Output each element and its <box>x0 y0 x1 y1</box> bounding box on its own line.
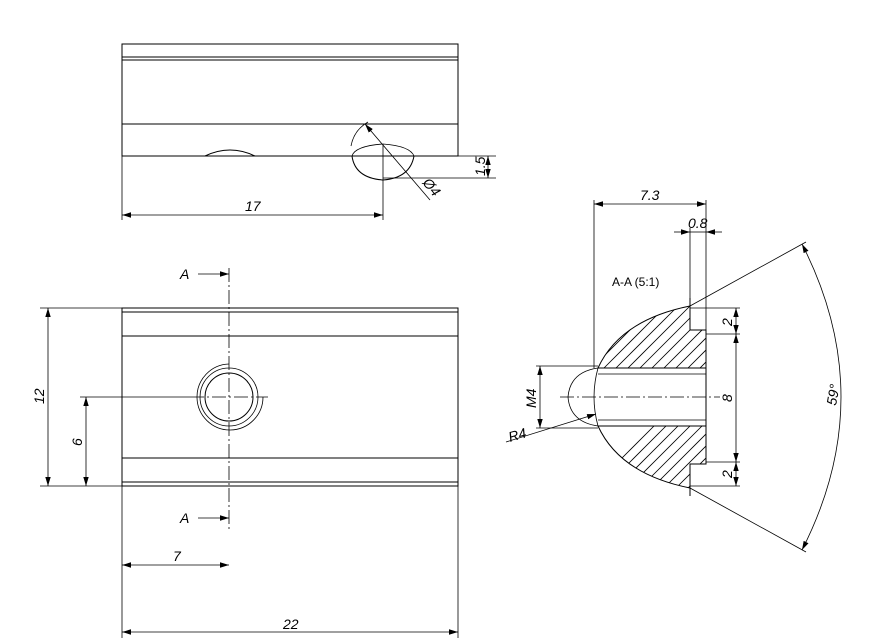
top-view-bump <box>204 149 256 157</box>
section-outline-bottom <box>597 425 707 489</box>
label-dim-12: 12 <box>31 388 47 404</box>
label-dim-17: 17 <box>245 198 262 214</box>
sec-dim-r4-leader <box>505 413 597 443</box>
label-dim-2-bottom: 2 <box>719 470 735 479</box>
sec-angle-ext-bottom <box>689 487 807 553</box>
label-dim-15: 1.5 <box>472 156 488 176</box>
top-view-dia-leader <box>364 123 431 201</box>
label-dim-m4: M4 <box>523 388 539 408</box>
front-view: A A 12 6 7 22 <box>31 266 459 638</box>
top-view-outline <box>121 43 459 157</box>
sec-angle-arc <box>801 243 842 551</box>
section-outline-top <box>597 305 707 369</box>
label-section-a-top: A <box>179 266 189 282</box>
front-view-hole-thread <box>196 363 264 431</box>
label-section-a-bottom: A <box>179 510 189 526</box>
label-dim-6: 6 <box>69 438 85 446</box>
label-dim-angle: 59° <box>823 382 843 406</box>
top-view-arc-dim <box>350 121 369 147</box>
label-dim-22: 22 <box>282 616 299 632</box>
label-dim-73: 7.3 <box>640 187 660 203</box>
label-dim-08: 0.8 <box>688 215 708 231</box>
section-view: A-A (5:1) <box>505 187 843 553</box>
sec-angle-ext-top <box>689 241 807 307</box>
section-hatch-bottom <box>598 426 706 488</box>
label-dim-7: 7 <box>173 548 182 564</box>
section-title: A-A (5:1) <box>612 275 659 289</box>
top-view: 17 1.5 Ø4 <box>121 43 496 220</box>
label-dim-8: 8 <box>719 394 735 402</box>
label-dim-r4: R4 <box>506 425 528 445</box>
label-dim-2-top: 2 <box>719 318 735 327</box>
